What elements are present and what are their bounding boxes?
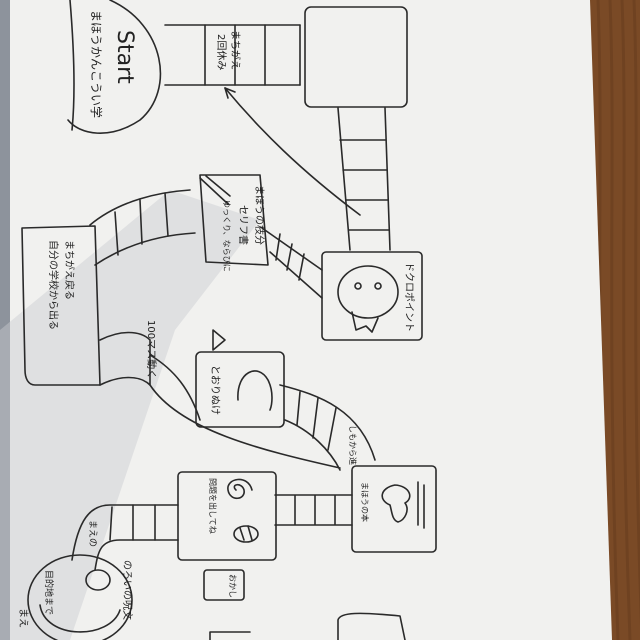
paper-left-edge	[0, 0, 10, 640]
swoop-curve	[149, 384, 341, 469]
paper-sheet	[0, 0, 612, 640]
bottom-text-1: のろいの呪文	[121, 560, 134, 620]
mid-box-label: 100マス動く	[145, 320, 158, 379]
center-card-text-2: セリフ書	[237, 205, 250, 245]
left-ladder-rungs	[114, 192, 169, 256]
bottom-small-circle	[85, 569, 111, 591]
center-card-text-3: ゆっくり、ならびに	[222, 200, 231, 272]
slide-label: まえの	[87, 520, 98, 547]
small-box-label: おかし	[228, 574, 237, 598]
wizard-card	[177, 471, 277, 561]
top-right-square	[304, 6, 408, 108]
mid-track-rungs	[296, 391, 337, 451]
candy-icon	[233, 525, 259, 543]
hair-lines	[417, 481, 425, 529]
skull-square	[321, 251, 423, 341]
arrow-line	[224, 87, 361, 216]
wood-grain-line	[632, 0, 640, 627]
start-circle	[67, 0, 162, 134]
skull-jaw	[351, 311, 379, 333]
left-box-text-1: 自分の学校から出る	[47, 240, 60, 330]
bottom-left-rungs	[109, 504, 156, 541]
tunnel	[99, 331, 151, 386]
skull-label: ドクロポイント	[403, 262, 415, 332]
skull-face	[337, 265, 399, 319]
bottom-partial-square	[337, 612, 406, 640]
left-box	[21, 225, 101, 386]
start-sub-label: まほうかんこうい学	[89, 10, 104, 118]
wood-grain-line	[620, 0, 632, 640]
skull-eye-left	[354, 282, 362, 290]
lower-right-square	[351, 465, 437, 553]
lower-right-label: まほうの本	[360, 482, 370, 522]
head-figure	[381, 484, 411, 523]
ghost-outline	[237, 370, 273, 411]
start-label: Start	[112, 30, 137, 84]
spiral-icon	[227, 478, 253, 500]
mid-track	[279, 384, 376, 471]
left-ladder-top	[89, 189, 196, 266]
candy-lines	[239, 525, 253, 541]
left-box-text-2: まちがえ戻る	[63, 240, 76, 300]
wood-grain-line	[608, 0, 620, 640]
bottom-left-track	[71, 504, 179, 571]
bottom-stubs	[209, 631, 251, 640]
arrow-head	[224, 87, 236, 99]
lower-track-label: しもから進	[348, 425, 357, 465]
center-card-text-1: まほうの枝分	[253, 185, 266, 245]
bottom-body	[39, 604, 121, 633]
ghost-box	[195, 351, 285, 428]
ghost-label: とおりぬけ	[209, 365, 221, 415]
center-card	[199, 174, 269, 266]
bottom-side-label: まえ	[17, 608, 29, 628]
lower-track	[274, 494, 353, 526]
start-curve	[69, 0, 75, 131]
bottom-circle	[27, 554, 133, 640]
hand-shadow	[0, 190, 260, 640]
right-vertical-track	[337, 107, 391, 251]
diagonal-track	[261, 227, 323, 299]
skull-eye-right	[374, 282, 382, 290]
tunnel-arc	[149, 354, 201, 421]
down-arrow	[212, 329, 226, 351]
small-box	[203, 569, 245, 601]
top-tile-label-2: 2回休み	[215, 34, 227, 70]
top-track-rungs	[204, 24, 301, 86]
bottom-text-2: 目的地まで	[43, 570, 55, 615]
wizard-label-1: 問題を出してね	[208, 478, 218, 534]
top-track	[164, 24, 301, 86]
top-tile-label: まちがえ	[229, 30, 242, 70]
card-pen	[199, 175, 231, 205]
